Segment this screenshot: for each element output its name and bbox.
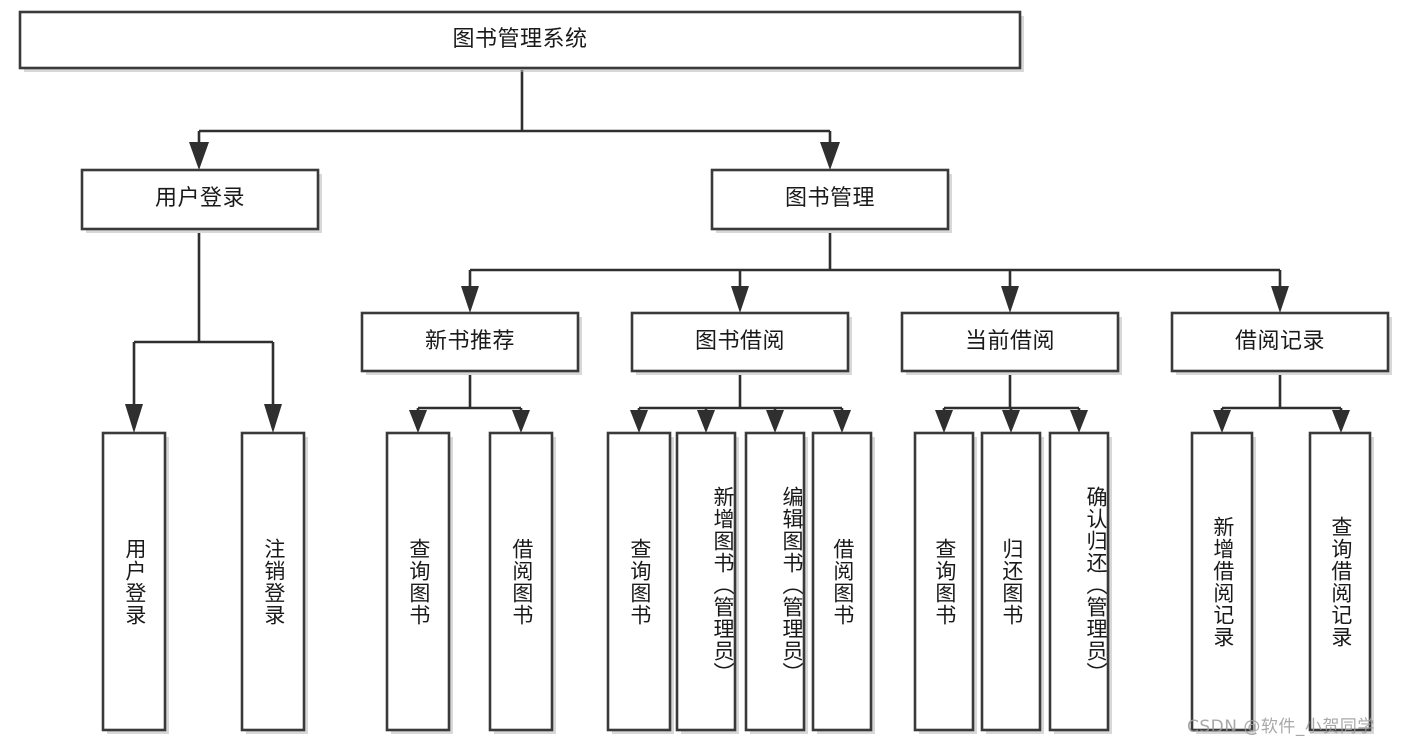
node-leaf-return-book[interactable]: [980, 431, 1044, 734]
csdn-watermark: CSDN @软件_小贺同学: [1187, 717, 1375, 737]
arrowhead-bb-leaf-4: [833, 410, 851, 433]
arrowhead-user-login: [189, 142, 209, 170]
arrowhead-bb-leaf-1: [630, 410, 648, 433]
arrowhead-cb-leaf-2: [1002, 410, 1020, 433]
node-leaf-query-book-3[interactable]: [913, 431, 977, 734]
arrowhead-borrow-record: [1271, 286, 1289, 313]
arrowhead-br-leaf-2: [1332, 410, 1350, 433]
arrowhead-leaf-user-login: [125, 404, 143, 433]
node-leaf-user-login[interactable]: [101, 431, 169, 734]
node-leaf-query-book-1[interactable]: [385, 431, 453, 734]
node-leaf-query-book-2[interactable]: [606, 431, 674, 734]
arrowhead-cb-leaf-1: [935, 410, 953, 433]
node-leaf-borrow-book-2[interactable]: [811, 431, 875, 734]
arrowhead-bb-leaf-2: [697, 410, 715, 433]
node-book-management[interactable]: [710, 168, 952, 233]
node-user-login[interactable]: [80, 168, 322, 233]
arrowhead-book-manage: [820, 142, 840, 170]
edge-group-borrow-record-children: [1213, 375, 1350, 433]
arrowhead-book-borrow: [731, 286, 749, 313]
edge-group-user-login-children: [125, 233, 282, 433]
arrowhead-nb-leaf-2: [512, 410, 530, 433]
node-borrow-record[interactable]: [1170, 311, 1392, 375]
node-leaf-add-book[interactable]: [675, 431, 739, 734]
edge-group-book-borrow-children: [630, 375, 851, 433]
arrowhead-leaf-logout: [264, 404, 282, 433]
node-current-borrow[interactable]: [900, 311, 1122, 375]
arrowhead-current-borrow: [1001, 286, 1019, 313]
node-leaf-confirm-return[interactable]: [1048, 431, 1112, 734]
node-leaf-add-record[interactable]: [1190, 431, 1256, 734]
edge-group-root-to-level1: [189, 70, 840, 170]
arrowhead-new-book-rec: [461, 286, 479, 313]
arrowhead-bb-leaf-3: [766, 410, 784, 433]
node-root[interactable]: [18, 10, 1024, 72]
node-leaf-query-record[interactable]: [1308, 431, 1374, 734]
edge-group-new-book-children: [409, 375, 530, 433]
edge-group-current-borrow-children: [935, 375, 1088, 433]
node-leaf-logout[interactable]: [240, 431, 308, 734]
node-book-borrow[interactable]: [630, 311, 852, 375]
node-new-book-recommend[interactable]: [360, 311, 582, 375]
node-leaf-borrow-book-1[interactable]: [488, 431, 556, 734]
edge-group-book-manage-children: [461, 233, 1289, 313]
arrowhead-br-leaf-1: [1213, 410, 1231, 433]
arrowhead-cb-leaf-3: [1070, 410, 1088, 433]
node-leaf-edit-book[interactable]: [744, 431, 808, 734]
arrowhead-nb-leaf-1: [409, 410, 427, 433]
